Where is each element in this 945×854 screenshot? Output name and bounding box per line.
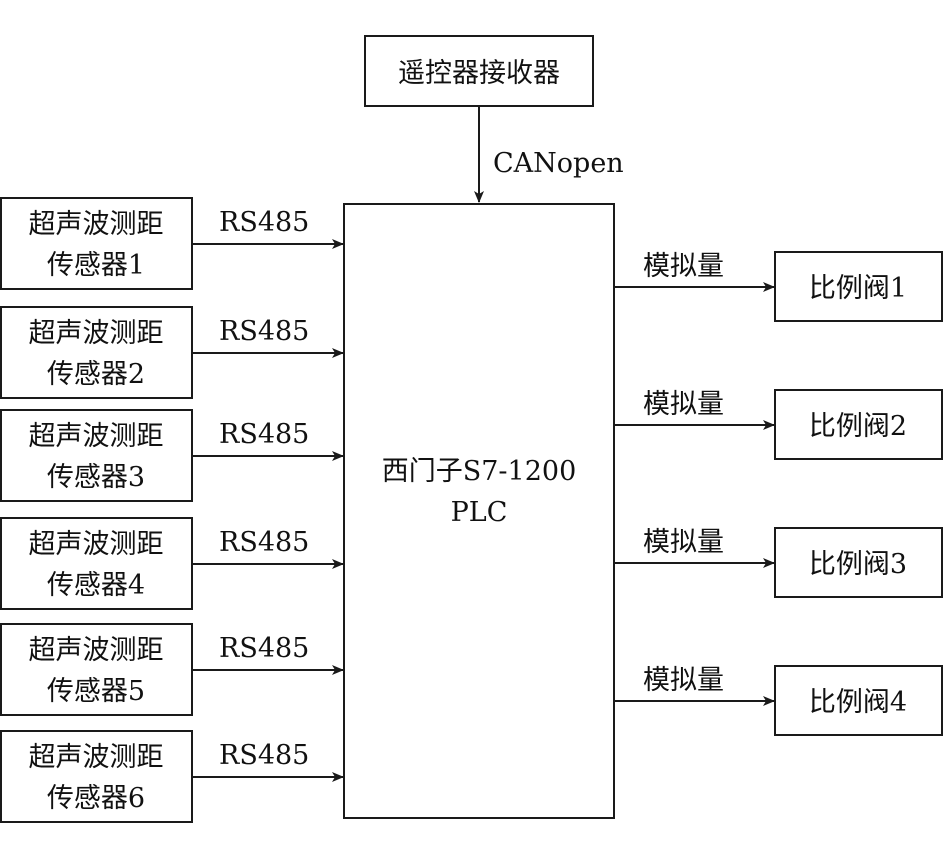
sensor-box	[0, 306, 193, 399]
rs485-label: RS485	[219, 740, 309, 771]
valve-box	[774, 527, 943, 598]
valve-node: 比例阀2 模拟量	[614, 389, 943, 460]
valve-box	[774, 665, 943, 736]
rs485-label: RS485	[219, 527, 309, 558]
valve-label: 比例阀1	[809, 273, 907, 304]
rs485-label: RS485	[219, 316, 309, 347]
valve-box	[774, 389, 943, 460]
remote-receiver-box	[364, 35, 594, 107]
analog-label: 模拟量	[643, 251, 724, 282]
sensor-label-line2: 传感器1	[47, 250, 145, 281]
sensor-label-line1: 超声波测距	[29, 635, 164, 666]
sensor-label-line2: 传感器4	[47, 570, 145, 601]
rs485-label: RS485	[219, 633, 309, 664]
sensor-label-line1: 超声波测距	[29, 209, 164, 240]
remote-receiver-label: 遥控器接收器	[398, 58, 560, 89]
plc-box	[343, 203, 615, 819]
analog-label: 模拟量	[643, 527, 724, 558]
sensor-label-line1: 超声波测距	[29, 318, 164, 349]
sensor-box	[0, 197, 193, 290]
rs485-label: RS485	[219, 419, 309, 450]
remote-receiver-node: 遥控器接收器	[364, 35, 594, 107]
plc-label-line1: 西门子S7-1200	[382, 456, 577, 487]
sensor-label-line2: 传感器3	[47, 462, 145, 493]
sensor-label-line1: 超声波测距	[29, 529, 164, 560]
sensor-label-line1: 超声波测距	[29, 742, 164, 773]
valve-label: 比例阀4	[809, 687, 907, 718]
sensor-box	[0, 517, 193, 610]
sensor-group: 超声波测距传感器1RS485超声波测距传感器2RS485超声波测距传感器3RS4…	[0, 197, 344, 823]
sensor-box	[0, 409, 193, 502]
plc-label-line2: PLC	[451, 497, 508, 528]
sensor-label-line2: 传感器2	[47, 359, 145, 390]
valve-node: 比例阀4 模拟量	[614, 665, 943, 736]
sensor-label-line2: 传感器6	[47, 783, 145, 814]
valve-node: 比例阀3 模拟量	[614, 527, 943, 598]
sensor-label-line1: 超声波测距	[29, 421, 164, 452]
sensor-label-line2: 传感器5	[47, 676, 145, 707]
valve-box	[774, 251, 943, 322]
canopen-label: CANopen	[493, 148, 624, 179]
analog-label: 模拟量	[643, 665, 724, 696]
valve-label: 比例阀3	[809, 549, 907, 580]
valve-label: 比例阀2	[809, 411, 907, 442]
rs485-label: RS485	[219, 207, 309, 238]
sensor-box	[0, 730, 193, 823]
valve-node: 比例阀1 模拟量	[614, 251, 943, 322]
sensor-box	[0, 623, 193, 716]
analog-label: 模拟量	[643, 389, 724, 420]
plc-node: 西门子S7-1200 PLC	[343, 203, 615, 819]
